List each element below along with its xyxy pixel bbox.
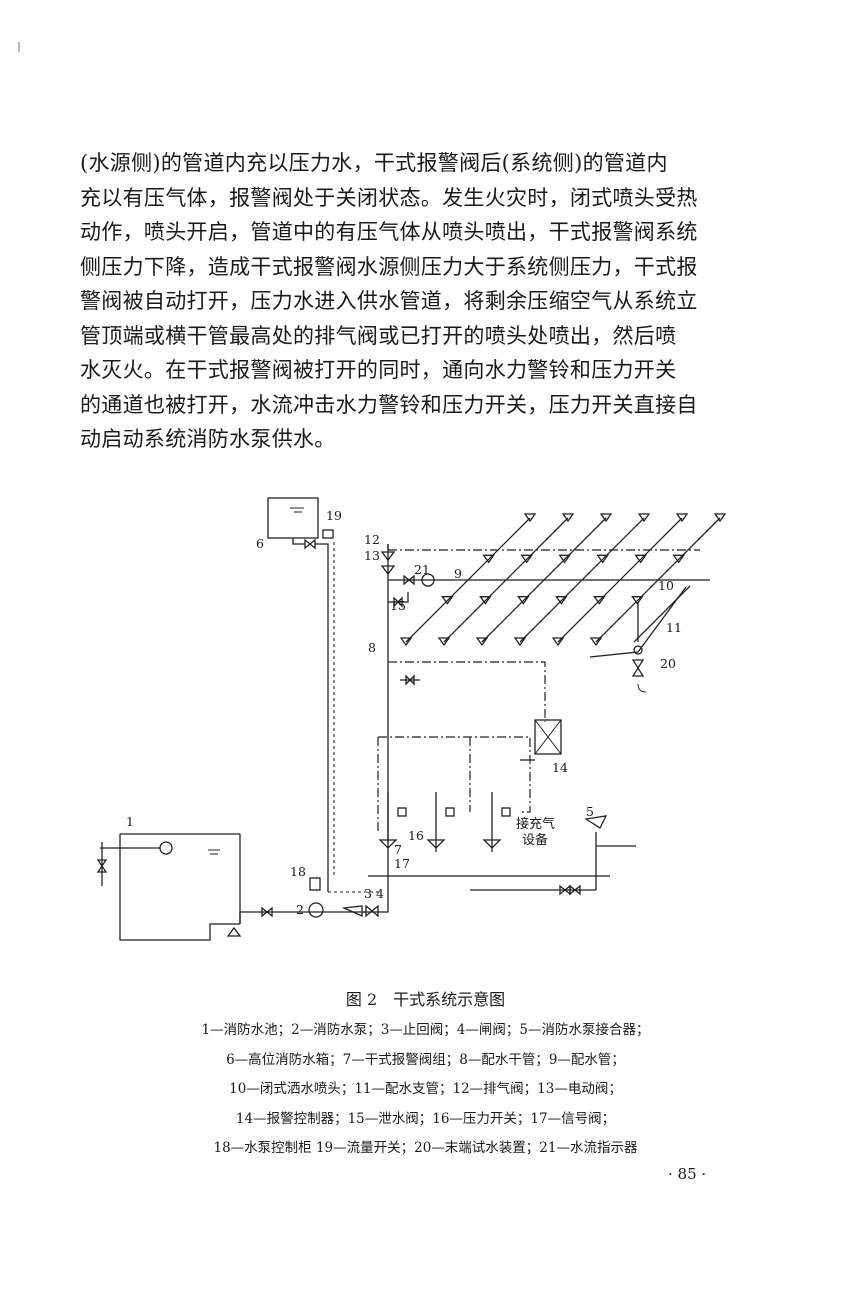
sprinkler-head xyxy=(675,513,689,523)
label-n4: 4 xyxy=(376,886,384,901)
signal-lines xyxy=(377,661,546,832)
sprinkler-head xyxy=(520,554,533,564)
sprinkler-head xyxy=(593,596,606,605)
sprinkler-head xyxy=(631,596,644,605)
label-n2: 2 xyxy=(296,902,304,917)
label-n11: 11 xyxy=(666,620,682,635)
label-n17: 17 xyxy=(394,856,410,871)
body-line: 动启动系统消防水泵供水。 xyxy=(80,427,336,451)
sprinkler-head xyxy=(482,554,495,564)
body-line: 管顶端或横干管最高处的排气阀或已打开的喷头处喷出，然后喷 xyxy=(80,323,677,348)
body-line: 动作，喷头开启，管道中的有压气体从喷头喷出，干式报警阀系统 xyxy=(80,220,698,244)
figure-caption-title: 图 2 干式系统示意图 xyxy=(345,990,506,1009)
label-n16: 16 xyxy=(408,828,424,843)
label-n18: 18 xyxy=(290,864,306,879)
sprinkler-head xyxy=(513,637,527,647)
pump-connector xyxy=(470,815,636,896)
sprinkler-head xyxy=(596,554,609,564)
page-number: · 85 · xyxy=(668,1165,707,1183)
label-n19: 19 xyxy=(326,508,342,523)
legend-line: 14—报警控制器；15—泄水阀；16—压力开关；17—信号阀； xyxy=(235,1110,616,1127)
alarm-valve-groups xyxy=(368,792,610,877)
label-n5: 5 xyxy=(586,804,594,819)
sprinkler-head xyxy=(637,513,651,523)
label-n6: 6 xyxy=(256,536,264,551)
end-test-device xyxy=(631,602,647,693)
body-line: 水灭火。在干式报警阀被打开的同时，通向水力警铃和压力开关 xyxy=(80,358,677,382)
fire-reservoir xyxy=(96,833,242,941)
sprinkler-head xyxy=(555,596,568,605)
sprinkler-head xyxy=(551,637,565,647)
flow-switch xyxy=(322,529,335,876)
label-n8: 8 xyxy=(368,640,376,655)
air-supply-label: 设备 xyxy=(522,832,548,848)
sprinkler-head xyxy=(437,637,451,647)
sprinkler-head xyxy=(558,554,571,564)
sprinkler-head xyxy=(523,513,537,523)
legend-line: 18—水泵控制柜 19—流量开关；20—末端试水装置；21—水流指示器 xyxy=(213,1140,638,1156)
legend-line: 6—高位消防水箱；7—干式报警阀组；8—配水干管；9—配水管； xyxy=(226,1051,625,1068)
sprinkler-head xyxy=(441,596,454,605)
label-n14: 14 xyxy=(552,760,568,775)
dry-system-diagram: 1 2 3 4 5 6 7 8 9 10 11 12 13 14 15 16 1… xyxy=(96,497,727,941)
air-supply-label: 接充气 xyxy=(516,816,555,832)
sprinkler-head xyxy=(589,637,603,647)
body-text: (水源侧)的管道内充以压力水，干式报警阀后(系统侧)的管道内 充以有压气体，报警… xyxy=(80,146,770,457)
label-n7: 7 xyxy=(394,842,402,857)
legend-line: 10—闭式洒水喷头；11—配水支管；12—排气阀；13—电动阀； xyxy=(229,1081,622,1097)
page-edge-mark xyxy=(18,42,20,52)
label-n9: 9 xyxy=(454,566,462,581)
label-n3: 3 xyxy=(364,886,372,901)
sprinkler-head xyxy=(517,596,530,605)
sprinkler-head xyxy=(634,554,647,564)
sprinkler-head xyxy=(479,596,492,605)
body-line: (水源侧)的管道内充以压力水，干式报警阀后(系统侧)的管道内 xyxy=(80,151,668,175)
body-line: 警阀被自动打开，压力水进入供水管道，将剩余压缩空气从系统立 xyxy=(80,289,698,313)
pump-line xyxy=(239,852,389,924)
body-line: 充以有压气体，报警阀处于关闭状态。发生火灾时，闭式喷头受热 xyxy=(80,185,698,210)
high-level-tank xyxy=(267,497,329,892)
sprinkler-head xyxy=(399,637,413,647)
main-riser xyxy=(387,544,710,842)
legend-line: 1—消防水池；2—消防水泵；3—止回阀；4—闸阀；5—消防水泵接合器； xyxy=(201,1022,650,1038)
alarm-controller xyxy=(534,719,562,755)
label-n15: 15 xyxy=(390,598,406,613)
sprinkler-head xyxy=(561,513,575,523)
sprinkler-head xyxy=(672,554,685,564)
sprinkler-head xyxy=(599,513,613,523)
sprinkler-head xyxy=(713,513,727,523)
label-n12: 12 xyxy=(364,532,380,547)
sprinkler-head xyxy=(475,637,489,647)
figure-legend: 1—消防水池；2—消防水泵；3—止回阀；4—闸阀；5—消防水泵接合器； 6—高位… xyxy=(0,1016,851,1164)
sprinkler-grid xyxy=(399,513,727,658)
body-line: 侧压力下降，造成干式报警阀水源侧压力大于系统侧压力，干式报 xyxy=(80,254,698,279)
label-n13: 13 xyxy=(364,548,380,563)
label-n21: 21 xyxy=(414,562,430,577)
exhaust-valve xyxy=(380,544,396,576)
label-n1: 1 xyxy=(126,814,134,829)
label-n10: 10 xyxy=(658,578,674,593)
body-line: 的通道也被打开，水流冲击水力警铃和压力开关，压力开关直接自 xyxy=(80,392,698,417)
label-n20: 20 xyxy=(660,656,676,671)
